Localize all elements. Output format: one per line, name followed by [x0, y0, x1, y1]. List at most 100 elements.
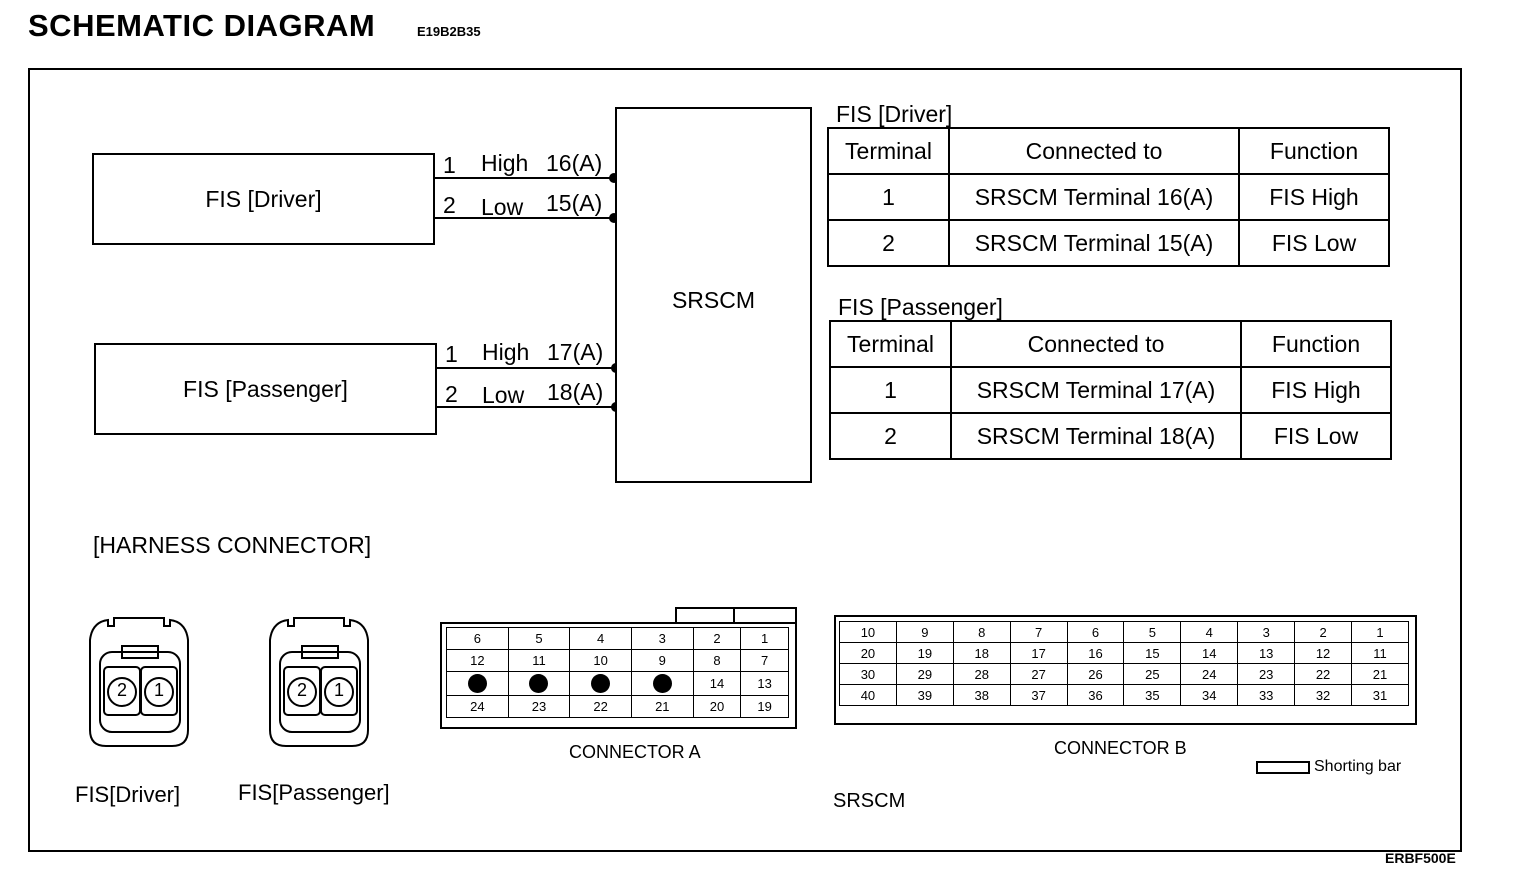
- fis-passenger-box-label: FIS [Passenger]: [183, 375, 348, 402]
- pin-cell: 11: [507, 649, 571, 672]
- table-header: Terminal: [829, 320, 952, 368]
- fis-driver-box: FIS [Driver]: [92, 153, 435, 245]
- pin-cell: 7: [740, 649, 789, 672]
- pin-cell: 36: [1066, 684, 1125, 706]
- pin-cell: 22: [1294, 663, 1353, 685]
- pin-cell-filled: [446, 671, 509, 696]
- pin-cell: 14: [1180, 642, 1239, 664]
- table-header: Terminal: [827, 127, 950, 175]
- pin-cell-filled: [507, 671, 571, 696]
- pin-cell: 6: [1066, 621, 1125, 643]
- pin-cell: 24: [1180, 663, 1239, 685]
- passenger-wire-high: High: [482, 339, 530, 365]
- pin-cell: 32: [1294, 684, 1353, 706]
- fis-passenger-connector-label: FIS[Passenger]: [238, 780, 390, 805]
- table-header: Function: [1238, 127, 1390, 175]
- table-row: 2 SRSCM Terminal 18(A) FIS Low: [829, 412, 1392, 460]
- table-row: 1 SRSCM Terminal 17(A) FIS High: [829, 366, 1392, 414]
- pin-cell: 8: [692, 649, 742, 672]
- pin-cell: 2: [1294, 621, 1353, 643]
- pin-cell: 35: [1123, 684, 1182, 706]
- pin-cell: 27: [1009, 663, 1068, 685]
- fis-driver-connector-icon: [89, 617, 189, 747]
- passenger-table-title: FIS [Passenger]: [838, 294, 1003, 320]
- driver-pin-2: 2: [443, 192, 456, 218]
- table-cell: 2: [827, 219, 950, 267]
- page-title: SCHEMATIC DIAGRAM: [28, 8, 376, 43]
- table-header: Function: [1240, 320, 1392, 368]
- fis-passenger-pin-2: 2: [296, 680, 307, 700]
- pin-cell: 23: [1237, 663, 1296, 685]
- driver-wire-low: Low: [481, 194, 524, 220]
- pin-cell-filled: [630, 671, 694, 696]
- pin-cell: 19: [740, 695, 789, 718]
- harness-connector-title: [HARNESS CONNECTOR]: [93, 532, 372, 558]
- pin-cell: 26: [1066, 663, 1125, 685]
- pin-cell: 40: [839, 684, 897, 706]
- table-row: 30 29 28 27 26 25 24 23 22 21: [839, 663, 1409, 685]
- pin-cell: 31: [1351, 684, 1409, 706]
- table-row: 24 23 22 21 20 19: [446, 695, 789, 718]
- connector-a-grid: 6 5 4 3 2 1 12 11 10 9 8 7 14 13 24 23 2…: [446, 627, 789, 718]
- pin-cell: 21: [630, 695, 694, 718]
- pin-cell: 8: [952, 621, 1011, 643]
- filled-pin-dot: [529, 674, 549, 693]
- table-cell: FIS Low: [1240, 412, 1392, 460]
- passenger-pin-2: 2: [445, 381, 458, 407]
- pin-cell: 16: [1066, 642, 1125, 664]
- filled-pin-dot: [652, 674, 672, 693]
- pin-cell: 4: [569, 627, 632, 650]
- pin-cell: 5: [1123, 621, 1182, 643]
- fis-driver-box-label: FIS [Driver]: [205, 185, 322, 212]
- pin-cell: 1: [1351, 621, 1409, 643]
- table-row: 6 5 4 3 2 1: [446, 627, 789, 650]
- table-row: 14 13: [446, 671, 789, 696]
- pin-cell: 14: [692, 671, 742, 696]
- figure-code: ERBF500E: [1385, 850, 1456, 866]
- document-code: E19B2B35: [417, 24, 481, 39]
- table-cell: SRSCM Terminal 16(A): [948, 173, 1240, 221]
- pin-cell: 7: [1009, 621, 1068, 643]
- pin-cell: 13: [740, 671, 789, 696]
- pin-cell: 15: [1123, 642, 1182, 664]
- pin-cell: 20: [839, 642, 897, 664]
- shorting-bar-label: Shorting bar: [1314, 758, 1402, 775]
- srscm-box: SRSCM: [615, 107, 812, 483]
- pin-cell: 10: [839, 621, 897, 643]
- driver-terminal-16A: 16(A): [546, 150, 603, 176]
- connector-a-label: CONNECTOR A: [569, 742, 701, 762]
- table-row: Terminal Connected to Function: [829, 320, 1392, 368]
- table-cell: FIS High: [1238, 173, 1390, 221]
- srscm-box-label: SRSCM: [671, 287, 756, 313]
- driver-pin-1: 1: [443, 152, 456, 178]
- table-cell: FIS High: [1240, 366, 1392, 414]
- pin-cell: 25: [1123, 663, 1182, 685]
- pin-cell: 24: [446, 695, 509, 718]
- table-cell: SRSCM Terminal 15(A): [948, 219, 1240, 267]
- driver-table-title: FIS [Driver]: [836, 101, 953, 127]
- table-cell: 2: [829, 412, 952, 460]
- passenger-terminal-18A: 18(A): [547, 379, 604, 405]
- pin-cell: 9: [895, 621, 954, 643]
- table-row: 1 SRSCM Terminal 16(A) FIS High: [827, 173, 1390, 221]
- passenger-pin-table: Terminal Connected to Function 1 SRSCM T…: [829, 320, 1392, 460]
- pin-cell: 2: [692, 627, 742, 650]
- driver-pin-table: Terminal Connected to Function 1 SRSCM T…: [827, 127, 1390, 267]
- table-row: 20 19 18 17 16 15 14 13 12 11: [839, 642, 1409, 664]
- table-cell: 1: [827, 173, 950, 221]
- pin-cell: 6: [446, 627, 509, 650]
- pin-cell: 12: [446, 649, 509, 672]
- table-cell: 1: [829, 366, 952, 414]
- srscm-connector-label: SRSCM: [833, 790, 906, 812]
- pin-cell: 23: [507, 695, 571, 718]
- pin-cell: 4: [1180, 621, 1239, 643]
- pin-cell: 5: [507, 627, 571, 650]
- pin-cell: 30: [839, 663, 897, 685]
- pin-cell: 3: [630, 627, 694, 650]
- pin-cell: 21: [1351, 663, 1409, 685]
- pin-cell: 34: [1180, 684, 1239, 706]
- fis-driver-connector-label: FIS[Driver]: [75, 782, 181, 807]
- pin-cell: 13: [1237, 642, 1296, 664]
- table-cell: SRSCM Terminal 17(A): [950, 366, 1242, 414]
- pin-cell: 39: [895, 684, 954, 706]
